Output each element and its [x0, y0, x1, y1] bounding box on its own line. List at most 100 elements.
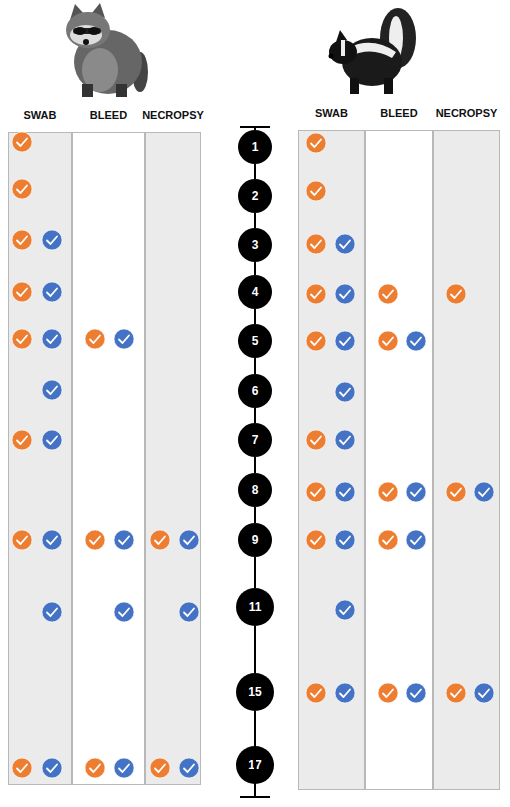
timeline-segment — [254, 507, 256, 523]
skunk-blaze — [341, 40, 345, 56]
skunk-nose — [329, 54, 334, 59]
check-mark — [12, 282, 32, 302]
check-glyph — [90, 537, 100, 545]
check-glyph — [184, 537, 194, 545]
check-mark — [42, 530, 62, 550]
check-mark — [150, 530, 170, 550]
check-glyph — [479, 690, 489, 698]
check-circle — [85, 329, 105, 349]
check-circle — [335, 234, 355, 254]
timeline-end — [254, 746, 256, 797]
check-circle — [474, 482, 494, 502]
check-mark — [12, 132, 32, 152]
check-circle — [42, 602, 62, 622]
check-glyph — [311, 690, 321, 698]
check-glyph — [479, 489, 489, 497]
check-circle — [42, 329, 62, 349]
day-circle: 3 — [238, 228, 272, 262]
check-circle — [42, 530, 62, 550]
check-glyph — [17, 765, 27, 773]
column-header: SWAB — [0, 109, 83, 121]
check-mark — [406, 482, 426, 502]
check-mark — [150, 758, 170, 778]
check-circle — [306, 430, 326, 450]
raccoon-mask — [74, 27, 86, 35]
sample-column: NECROPSY — [145, 132, 201, 785]
check-mark — [378, 331, 398, 351]
check-circle — [406, 683, 426, 703]
check-circle — [12, 230, 32, 250]
day-number: 3 — [252, 238, 259, 252]
check-glyph — [411, 690, 421, 698]
sample-column: SWAB — [8, 132, 72, 785]
check-circle — [335, 382, 355, 402]
check-mark — [306, 530, 326, 550]
check-glyph — [311, 338, 321, 346]
check-mark — [306, 234, 326, 254]
check-mark — [42, 380, 62, 400]
check-mark — [12, 430, 32, 450]
check-circle — [179, 530, 199, 550]
check-mark — [335, 683, 355, 703]
raccoon-illustration — [66, 3, 148, 97]
check-glyph — [184, 765, 194, 773]
check-mark — [306, 482, 326, 502]
sample-column: SWAB — [298, 130, 365, 790]
timeline-segment — [254, 358, 256, 374]
raccoon-nose — [83, 39, 89, 45]
day-circle: 17 — [236, 746, 274, 784]
day-circle: 4 — [238, 275, 272, 309]
check-glyph — [311, 489, 321, 497]
check-mark — [42, 329, 62, 349]
check-circle — [406, 530, 426, 550]
check-circle — [12, 430, 32, 450]
day-circle: 1 — [238, 130, 272, 164]
day-circle: 11 — [236, 588, 274, 626]
check-circle — [12, 329, 32, 349]
check-mark — [378, 482, 398, 502]
check-glyph — [411, 537, 421, 545]
check-mark — [306, 133, 326, 153]
check-circle — [335, 430, 355, 450]
timeline-end — [254, 127, 256, 130]
check-glyph — [340, 389, 350, 397]
check-circle — [378, 284, 398, 304]
check-glyph — [17, 237, 27, 245]
skunk-illustration — [329, 8, 417, 94]
check-glyph — [383, 338, 393, 346]
check-mark — [42, 758, 62, 778]
check-mark — [12, 758, 32, 778]
check-mark — [335, 600, 355, 620]
check-circle — [114, 329, 134, 349]
check-circle — [406, 331, 426, 351]
check-circle — [335, 600, 355, 620]
check-mark — [446, 482, 466, 502]
check-mark — [446, 683, 466, 703]
check-circle — [42, 430, 62, 450]
timeline-segment — [254, 711, 256, 746]
sample-column: BLEED — [72, 132, 145, 785]
check-glyph — [340, 690, 350, 698]
check-glyph — [340, 241, 350, 249]
check-circle — [114, 530, 134, 550]
raccoon-face — [70, 25, 102, 45]
check-glyph — [47, 336, 57, 344]
check-glyph — [340, 291, 350, 299]
timeline-segment — [254, 164, 256, 179]
day-circle: 5 — [238, 324, 272, 358]
skunk-head — [329, 40, 357, 64]
check-mark — [12, 230, 32, 250]
check-mark — [42, 230, 62, 250]
check-mark — [179, 758, 199, 778]
check-glyph — [383, 489, 393, 497]
check-mark — [306, 430, 326, 450]
check-mark — [335, 331, 355, 351]
check-glyph — [47, 387, 57, 395]
check-mark — [114, 758, 134, 778]
check-glyph — [90, 765, 100, 773]
check-circle — [12, 282, 32, 302]
check-glyph — [47, 237, 57, 245]
check-circle — [150, 758, 170, 778]
check-glyph — [451, 489, 461, 497]
check-mark — [306, 683, 326, 703]
